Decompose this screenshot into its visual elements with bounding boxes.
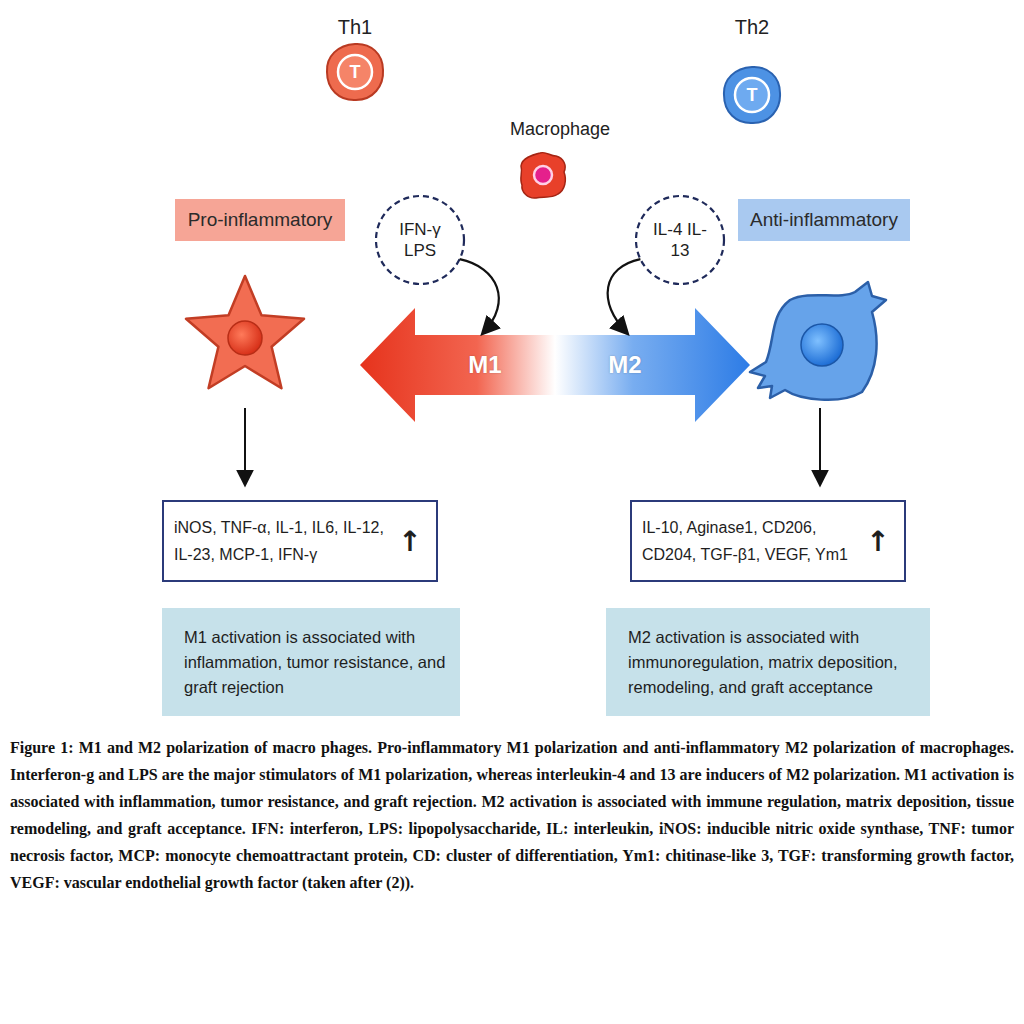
cell-heading: Macrophage bbox=[495, 119, 625, 140]
t-cell: Th2T bbox=[712, 10, 792, 135]
stimulus-circle: IL-4 IL-13 bbox=[634, 194, 726, 286]
dashed-circle-outline bbox=[634, 194, 726, 286]
dashed-circle bbox=[636, 196, 724, 284]
m1-nucleus bbox=[228, 321, 262, 355]
box-text: Pro-inflammatory bbox=[188, 209, 333, 231]
cell-letter: T bbox=[325, 61, 385, 83]
activation-note: M1 activation is associated with inflamm… bbox=[162, 608, 460, 716]
down-arrow bbox=[244, 408, 246, 484]
dashed-circle bbox=[376, 196, 464, 284]
macrophage-graphic bbox=[518, 150, 568, 200]
marker-box: iNOS, TNF-α, IL-1, IL6, IL-12, IL-23, MC… bbox=[162, 500, 438, 582]
macrophage-body bbox=[521, 153, 566, 199]
m2-nucleus bbox=[801, 324, 843, 366]
box-text: Anti-inflammatory bbox=[750, 209, 898, 231]
stimulus-circle: IFN-γ LPS bbox=[374, 194, 466, 286]
increase-arrow: ↑ bbox=[394, 525, 426, 558]
label-box: Anti-inflammatory bbox=[738, 199, 910, 241]
note-text: M2 activation is associated with immunor… bbox=[628, 625, 916, 700]
label-box: Pro-inflammatory bbox=[175, 199, 345, 241]
m2-macrophage-cell bbox=[750, 282, 886, 400]
polarization-arrow: M1 M2 bbox=[360, 308, 750, 422]
circle-content: IL-4 IL-13 bbox=[648, 194, 712, 286]
note-text: M1 activation is associated with inflamm… bbox=[184, 625, 446, 700]
circle-text: IFN-γ LPS bbox=[388, 219, 452, 261]
stimulus-arrow bbox=[460, 259, 499, 333]
double-arrow-shape bbox=[360, 308, 750, 422]
cell-letter: T bbox=[722, 84, 782, 106]
t-cell: Th1T bbox=[315, 10, 395, 120]
macrophage: Macrophage bbox=[495, 115, 625, 205]
cell-heading: Th2 bbox=[712, 16, 792, 39]
circle-text: IL-4 IL-13 bbox=[648, 219, 712, 261]
polarization-label: M2 bbox=[592, 351, 658, 379]
dashed-circle-outline bbox=[374, 194, 466, 286]
polarization-label: M1 bbox=[452, 351, 518, 379]
increase-arrow: ↑ bbox=[862, 525, 894, 558]
m1-macrophage-star bbox=[186, 276, 304, 388]
marker-box: IL-10, Aginase1, CD206, CD204, TGF-β1, V… bbox=[630, 500, 906, 582]
marker-list: iNOS, TNF-α, IL-1, IL6, IL-12, IL-23, MC… bbox=[174, 514, 394, 568]
stimulus-arrow bbox=[608, 259, 641, 333]
marker-list: IL-10, Aginase1, CD206, CD204, TGF-β1, V… bbox=[642, 514, 862, 568]
figure-caption: Figure 1: M1 and M2 polarization of macr… bbox=[10, 734, 1014, 896]
macrophage-outline bbox=[518, 150, 568, 200]
macrophage-nucleus bbox=[534, 166, 552, 184]
cell-heading: Th1 bbox=[315, 16, 395, 39]
activation-note: M2 activation is associated with immunor… bbox=[606, 608, 930, 716]
down-arrow bbox=[819, 408, 821, 484]
double-arrow bbox=[360, 308, 750, 422]
circle-content: IFN-γ LPS bbox=[388, 194, 452, 286]
